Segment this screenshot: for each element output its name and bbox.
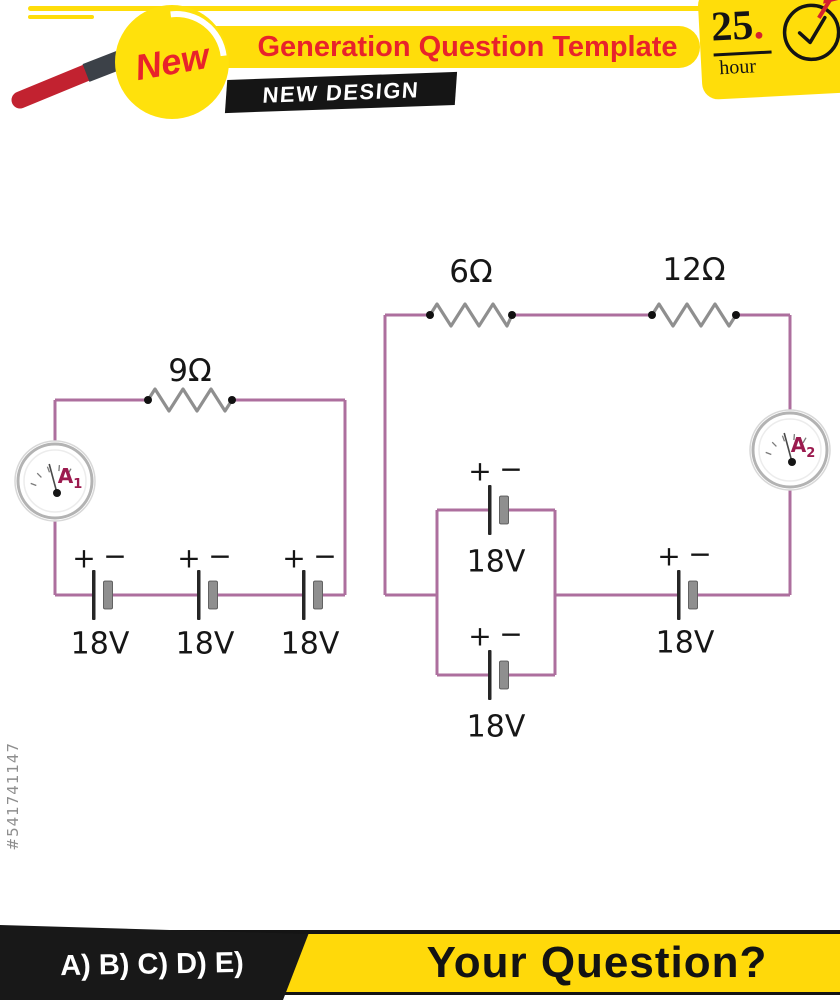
battery-symbol-parallel-bottom: [488, 650, 509, 700]
right-circuit-wires: [383, 313, 792, 677]
ammeter-1-icon: [13, 439, 97, 523]
ammeter-2-label: A2: [790, 433, 816, 461]
battery-minus-sign: −: [688, 537, 712, 571]
battery-voltage-label: 18V: [280, 626, 340, 662]
resistor-9ohm: [146, 387, 234, 413]
battery-symbol-left-3: [302, 570, 323, 620]
page-title: Generation Question Template: [257, 30, 678, 63]
battery-symbol-parallel-top: [488, 485, 509, 535]
your-question-label: Your Question?: [426, 938, 768, 987]
title-ribbon: Generation Question Template: [140, 26, 700, 68]
clock-icon: [782, 0, 840, 62]
terminal-dots: [144, 311, 740, 404]
battery-symbol-left-2: [197, 570, 218, 620]
battery-voltage-label: 18V: [466, 544, 526, 580]
battery-symbol-right-series: [677, 570, 698, 620]
battery-minus-sign: −: [499, 452, 523, 486]
battery-voltage-label: 18V: [70, 626, 130, 662]
resistor-12ohm: [650, 302, 738, 328]
battery-symbol-left-1: [92, 570, 113, 620]
resistor-label-12ohm: 12Ω: [662, 252, 726, 288]
ammeter-1-label: A1: [57, 464, 83, 492]
resistor-label-9ohm: 9Ω: [168, 353, 212, 389]
top-decorative-line-short: [28, 15, 94, 19]
battery-minus-sign: −: [499, 617, 523, 651]
magnifier-lens: New: [115, 5, 229, 119]
battery-plus-sign: +: [282, 541, 306, 575]
battery-plus-sign: +: [468, 454, 492, 488]
battery-minus-sign: −: [313, 539, 337, 573]
battery-minus-sign: −: [103, 539, 127, 573]
battery-minus-sign: −: [208, 539, 232, 573]
resistor-6ohm: [428, 302, 514, 328]
hour-badge: 25. hour: [697, 0, 840, 101]
battery-plus-sign: +: [657, 539, 681, 573]
battery-voltage-label: 18V: [466, 709, 526, 745]
battery-plus-sign: +: [177, 541, 201, 575]
footer-top-line: [0, 930, 840, 934]
resistor-label-6ohm: 6Ω: [449, 254, 493, 290]
battery-plus-sign: +: [72, 541, 96, 575]
battery-voltage-label: 18V: [655, 625, 715, 661]
footer-bottom-line: [0, 992, 840, 995]
footer-options-shape: [0, 925, 309, 1000]
top-decorative-line: [28, 6, 716, 11]
battery-voltage-label: 18V: [175, 626, 235, 662]
battery-plus-sign: +: [468, 619, 492, 653]
